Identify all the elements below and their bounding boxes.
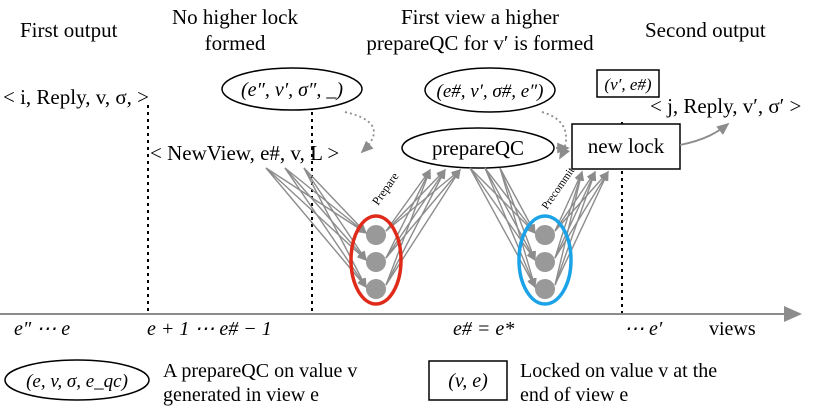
legend-qc-description-2: generated in view e bbox=[163, 384, 319, 406]
blue-node-2 bbox=[535, 252, 555, 272]
legend-qc-symbol: (e, v, σ, e_qc) bbox=[26, 371, 128, 392]
blue-node-3 bbox=[535, 279, 555, 299]
fan-arrow-qc-2 bbox=[469, 167, 536, 289]
fan-arrow-newview-8 bbox=[303, 167, 367, 289]
lock-tuple-label: (v′, e#) bbox=[604, 75, 651, 94]
qc-old-label: (e″, v′, σ″, _) bbox=[241, 79, 343, 101]
red-node-1 bbox=[366, 225, 386, 245]
legend-qc-ellipse bbox=[4, 359, 150, 401]
blue-node-1 bbox=[535, 225, 555, 245]
header-no-higher-lock-2: formed bbox=[205, 31, 266, 55]
fan-arrow-prepare-6 bbox=[385, 168, 431, 286]
fan-arrow-qc-8 bbox=[499, 167, 537, 289]
red-node-2 bbox=[366, 252, 386, 272]
fan-arrow-newview-5 bbox=[284, 167, 367, 289]
fan-arrow-newview-0 bbox=[265, 167, 368, 234]
legend-qc-description-1: A prepareQC on value v bbox=[163, 360, 357, 382]
newview-message: < NewView, e#, v, L > bbox=[150, 141, 339, 165]
header-no-higher-lock: No higher lock bbox=[172, 5, 298, 29]
timeline-label-e-prime: ⋯ e′ bbox=[624, 318, 663, 340]
prepare-phase-label: Prepare bbox=[369, 170, 401, 208]
blue-quorum-ellipse bbox=[517, 214, 573, 306]
timeline-label-e-prev: e″ ⋯ e bbox=[14, 318, 70, 340]
fan-arrow-qc-1 bbox=[469, 167, 536, 262]
dotted-arrow-new-qc bbox=[541, 111, 570, 160]
fan-arrow-newview-6 bbox=[303, 167, 367, 235]
fan-arrow-prepare-0 bbox=[385, 168, 431, 232]
fan-arrow-precommit-8 bbox=[554, 170, 609, 286]
arrow-to-second-reply bbox=[679, 122, 730, 146]
fan-arrow-prepare-8 bbox=[385, 168, 461, 286]
fan-arrow-prepare-3 bbox=[385, 168, 431, 259]
new-lock-box bbox=[571, 123, 681, 170]
red-quorum-ellipse bbox=[349, 214, 403, 306]
fan-arrow-prepare-4 bbox=[385, 168, 446, 259]
timeline-label-e-plus-1: e + 1 ⋯ e# − 1 bbox=[147, 318, 272, 340]
header-first-output: First output bbox=[20, 18, 118, 42]
fan-arrow-qc-6 bbox=[499, 167, 536, 235]
message-fan-arrows bbox=[265, 167, 609, 289]
red-node-3 bbox=[366, 279, 386, 299]
legend-lock-description-1: Locked on value v at the bbox=[520, 360, 717, 382]
prepareqc-ellipse bbox=[401, 127, 555, 169]
timeline-axis-label: views bbox=[709, 318, 756, 340]
fan-arrow-precommit-5 bbox=[554, 170, 609, 259]
fan-arrow-precommit-3 bbox=[554, 170, 584, 259]
prepareqc-label: prepareQC bbox=[432, 136, 524, 160]
header-second-output: Second output bbox=[645, 18, 766, 42]
timeline-label-e-hash: e# = e* bbox=[453, 318, 514, 340]
legend-lock-box bbox=[428, 360, 508, 401]
fan-arrow-qc-4 bbox=[484, 167, 536, 262]
lock-tuple-box bbox=[596, 69, 660, 98]
qc-new-label: (e#, v′, σ#, e″) bbox=[437, 81, 544, 102]
fan-arrow-qc-7 bbox=[499, 167, 536, 262]
header-first-view-2: prepareQC for v′ is formed bbox=[366, 31, 594, 55]
fan-arrow-precommit-4 bbox=[554, 170, 596, 259]
fan-arrow-prepare-2 bbox=[385, 169, 462, 232]
reply-message-first: < i, Reply, v, σ, > bbox=[3, 85, 149, 109]
dotted-arrow-old-qc bbox=[344, 111, 375, 154]
legend-lock-symbol: (v, e) bbox=[448, 370, 488, 392]
fan-arrow-qc-5 bbox=[484, 167, 536, 289]
fan-arrow-newview-2 bbox=[265, 167, 367, 289]
fan-arrow-prepare-7 bbox=[385, 168, 446, 286]
fan-arrow-precommit-7 bbox=[554, 170, 597, 286]
qc-old-ellipse bbox=[221, 67, 363, 111]
fan-arrow-newview-7 bbox=[303, 167, 367, 262]
legend-lock-description-2: end of view e bbox=[520, 384, 628, 406]
reply-message-second: < j, Reply, v′, σ′ > bbox=[650, 94, 801, 118]
fan-arrow-precommit-6 bbox=[554, 170, 585, 286]
header-first-view: First view a higher bbox=[401, 5, 559, 29]
qc-new-ellipse bbox=[424, 67, 556, 113]
new-lock-label: new lock bbox=[588, 134, 665, 158]
